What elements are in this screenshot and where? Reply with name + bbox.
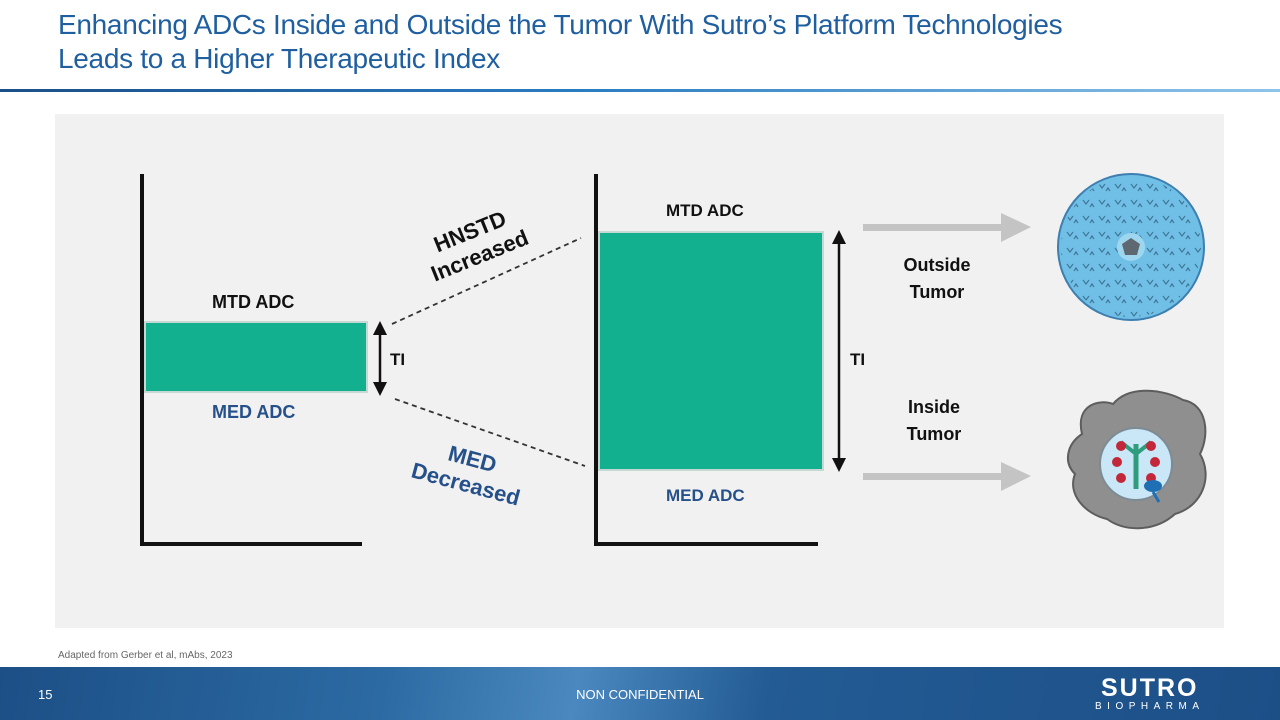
inside-tumor-arrow xyxy=(863,462,1031,491)
diagram-panel: MTD ADC MED ADC TI HNSTD Increased MED D… xyxy=(55,114,1224,628)
left-axes xyxy=(140,174,362,546)
confidentiality-label: NON CONFIDENTIAL xyxy=(576,687,704,702)
source-caption: Adapted from Gerber et al, mAbs, 2023 xyxy=(58,650,233,661)
right-axes xyxy=(594,174,818,546)
page-number: 15 xyxy=(38,687,53,702)
sutro-logo: SUTRO BIOPHARMA xyxy=(1095,675,1205,713)
right-ti-arrow xyxy=(832,230,846,472)
outside-tumor-arrow xyxy=(863,213,1031,242)
slide-title: Enhancing ADCs Inside and Outside the Tu… xyxy=(58,8,1238,76)
left-mtd-label: MTD ADC xyxy=(212,292,295,312)
left-med-label: MED ADC xyxy=(212,402,296,422)
inside-tumor-illustration xyxy=(1066,389,1207,530)
right-mtd-label: MTD ADC xyxy=(666,201,744,220)
dashed-connector-bottom xyxy=(394,398,586,467)
title-divider xyxy=(0,89,1280,92)
inside-tumor-label: Inside Tumor xyxy=(884,394,984,448)
outside-tumor-illustration xyxy=(1057,173,1205,321)
inside-label-line1: Inside xyxy=(907,397,960,417)
left-therapeutic-window-bar xyxy=(144,321,368,393)
slide-title-line2: Leads to a Higher Therapeutic Index xyxy=(58,43,500,74)
right-med-label: MED ADC xyxy=(666,486,745,505)
outside-label-line1: Outside xyxy=(903,255,971,275)
slide-title-line1: Enhancing ADCs Inside and Outside the Tu… xyxy=(58,9,1063,40)
diagram-graphics xyxy=(140,173,1207,546)
outside-tumor-label: Outside Tumor xyxy=(887,252,987,306)
left-ti-label: TI xyxy=(390,350,406,369)
inside-label-line2: Tumor xyxy=(906,424,962,444)
right-ti-label: TI xyxy=(850,350,866,369)
logo-main-text: SUTRO xyxy=(1101,674,1199,702)
right-therapeutic-window-bar xyxy=(598,231,824,471)
outside-label-line2: Tumor xyxy=(909,282,965,302)
dashed-connector-top xyxy=(391,237,582,325)
logo-sub-text: BIOPHARMA xyxy=(1095,701,1205,712)
footer-bar: 15 NON CONFIDENTIAL SUTRO BIOPHARMA xyxy=(0,667,1280,720)
left-ti-arrow xyxy=(373,321,387,396)
